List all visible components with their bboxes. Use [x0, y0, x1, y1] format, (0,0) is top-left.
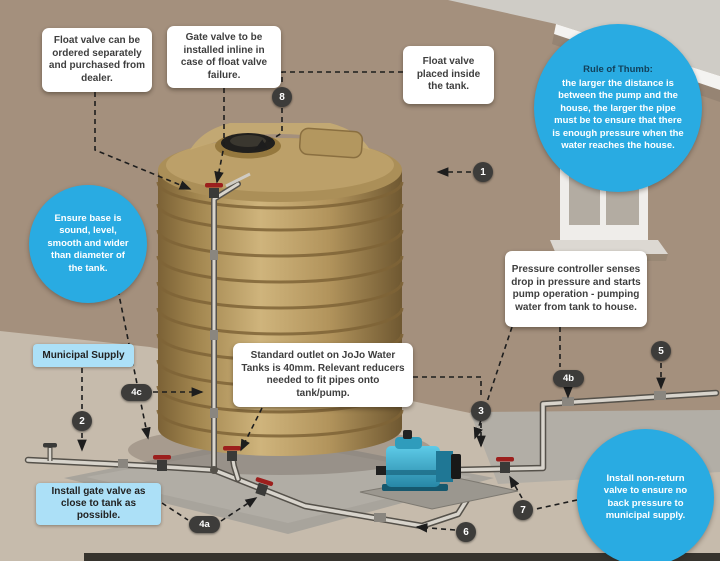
badge-4a: 4a — [189, 516, 220, 533]
float-valve-icon — [205, 172, 251, 198]
callout-float-valve-inside: Float valve placed inside the tank. — [403, 46, 494, 104]
badge-1: 1 — [473, 162, 493, 182]
rule-of-thumb-body: the larger the distance is between the p… — [552, 78, 684, 151]
valves — [153, 172, 514, 497]
pipe-fittings — [118, 250, 666, 522]
callout-ensure-base: Ensure base is sound, level, smooth and … — [29, 185, 147, 303]
tank-outlet-valve-icon — [223, 446, 241, 461]
callout-municipal-supply: Municipal Supply — [33, 344, 134, 367]
gate-valve-near-tank-icon — [255, 477, 274, 497]
callout-rule-of-thumb: Rule of Thumb: the larger the distance i… — [534, 24, 702, 192]
badge-2: 2 — [72, 411, 92, 431]
gate-valve-municipal-icon — [153, 455, 171, 471]
badge-6: 6 — [456, 522, 476, 542]
badge-7: 7 — [513, 500, 533, 520]
badge-3: 3 — [471, 401, 491, 421]
pump — [359, 430, 519, 510]
badge-4b: 4b — [553, 370, 584, 387]
paving-edge — [84, 553, 720, 561]
callout-install-non-return: Install non-return valve to ensure no ba… — [577, 429, 714, 561]
callout-install-gate-valve: Install gate valve as close to tank as p… — [36, 483, 161, 525]
rule-of-thumb-title: Rule of Thumb: — [583, 63, 653, 75]
callout-gate-valve-inline: Gate valve to be installed inline in cas… — [167, 26, 281, 88]
callout-pressure-controller: Pressure controller senses drop in press… — [505, 251, 647, 327]
tank-slab-top — [86, 442, 472, 523]
badge-8: 8 — [272, 87, 292, 107]
badge-4c: 4c — [121, 384, 152, 401]
tank-lid-icon — [215, 133, 281, 159]
pressure-controller-icon — [403, 430, 412, 439]
tap-icon — [43, 443, 57, 461]
callout-standard-outlet: Standard outlet on JoJo Water Tanks is 4… — [233, 343, 413, 407]
badge-5: 5 — [651, 341, 671, 361]
callout-float-valve-order: Float valve can be ordered separately an… — [42, 28, 152, 92]
non-return-valve-icon — [496, 457, 514, 473]
